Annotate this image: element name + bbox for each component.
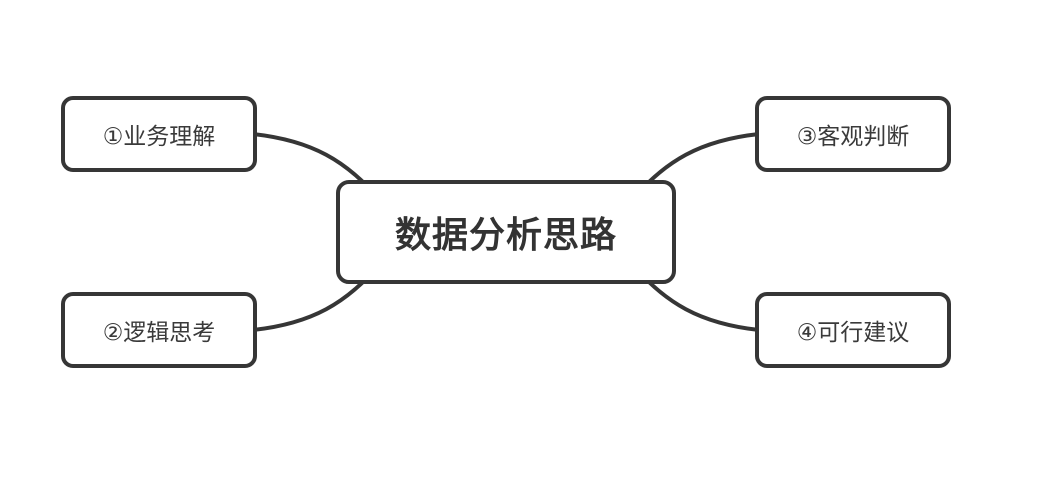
branch-node-business-understanding[interactable]: ①业务理解 [61, 96, 257, 172]
branch-node-logical-thinking[interactable]: ②逻辑思考 [61, 292, 257, 368]
branch-node-label: ③客观判断 [796, 123, 910, 149]
branch-node-objective-judgment[interactable]: ③客观判断 [755, 96, 951, 172]
branch-node-feasible-suggestions[interactable]: ④可行建议 [755, 292, 951, 368]
branch-node-label: ①业务理解 [102, 123, 216, 149]
branch-node-label: ④可行建议 [796, 319, 910, 345]
central-topic-label: 数据分析思路 [394, 214, 617, 255]
branch-node-label: ②逻辑思考 [102, 319, 216, 345]
central-topic-node[interactable]: 数据分析思路 [336, 180, 676, 284]
